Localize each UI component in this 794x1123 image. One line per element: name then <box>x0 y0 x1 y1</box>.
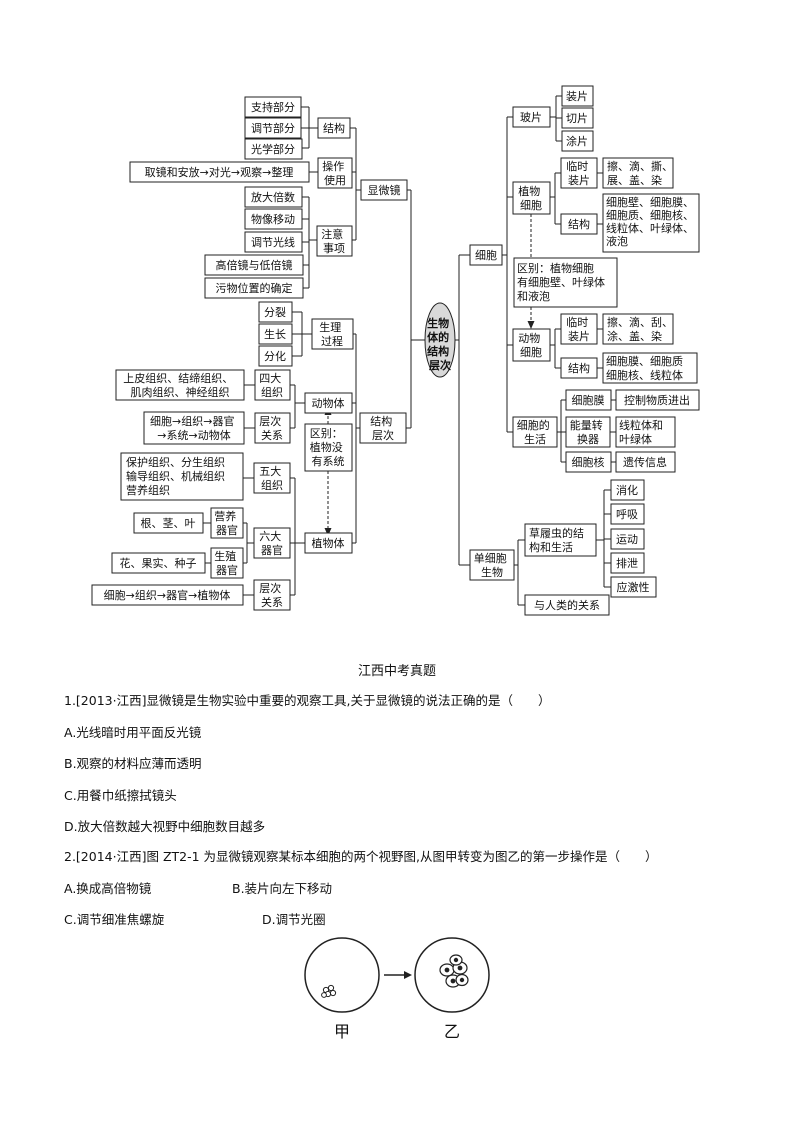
note-light: 调节光线 <box>251 235 295 249</box>
operation-steps: 取镜和安放→对光→观察→整理 <box>145 165 294 179</box>
animal-hierarchy-label: 层次 关系 <box>259 414 285 442</box>
human-relation: 与人类的关系 <box>534 598 600 612</box>
note-dirt: 污物位置的确定 <box>216 281 293 295</box>
animal-tissues-label: 四大 组织 <box>259 371 285 399</box>
question-2-option-b: B.装片向左下移动 <box>232 881 333 896</box>
plant-structure-label: 结构 <box>568 217 590 231</box>
slide-section: 切片 <box>566 112 588 125</box>
animal-temp-text: 擦、滴、刮、 涂、盖、染 <box>607 315 677 343</box>
field-jia-circle <box>304 937 380 1013</box>
question-1-option-d: D.放大倍数越大视野中细胞数目越多 <box>64 819 266 834</box>
note-image-move: 物像移动 <box>251 212 295 226</box>
cell-difference: 区别：植物细胞 有细胞壁、叶绿体 和液泡 <box>517 261 609 303</box>
plant-tissues-text: 保护组织、分生组织 输导组织、机械组织 营养组织 <box>126 455 229 497</box>
plant-structure-text: 细胞壁、细胞膜、 细胞质、细胞核、 线粒体、叶绿体、 液泡 <box>606 195 698 248</box>
movement: 运动 <box>616 533 638 546</box>
adjust-part: 调节部分 <box>251 121 295 135</box>
figure-label-yi: 乙 <box>444 1022 461 1041</box>
levels-difference: 区别： 植物没 有系统 <box>310 427 347 468</box>
slide-label: 玻片 <box>520 111 542 124</box>
single-cell-branch: 单细胞 生物 草履虫的结 构和生活 消化 呼吸 运动 排泄 应激性 与人类的关系 <box>469 479 657 616</box>
question-2-option-d: D.调节光圈 <box>262 912 326 927</box>
reproduction-organs-label: 生殖 器官 <box>214 549 240 577</box>
question-2-option-c: C.调节细准焦螺旋 <box>64 912 165 927</box>
optical-part: 光学部分 <box>251 142 295 156</box>
plant-tissues-label: 五大 组织 <box>259 464 285 492</box>
animal-structure-label: 结构 <box>568 361 590 375</box>
microscope-branch: 显微镜 结构 支持部分 调节部分 光学部分 操作 使用 取镜和安放→对光→观察→… <box>129 96 408 299</box>
plant-temp-label: 临时 装片 <box>566 159 592 187</box>
reproduction-organs-text: 花、果实、种子 <box>120 556 197 570</box>
microscope-label: 显微镜 <box>368 183 401 197</box>
energy-converter: 能量转 换器 <box>570 418 607 446</box>
animal-temp-label: 临时 装片 <box>566 315 592 343</box>
animal-cell-label: 动物 细胞 <box>518 331 544 359</box>
question-2-stem: 2.[2014·江西]图 ZT2-1 为显微镜观察某标本细胞的两个视野图,从图甲… <box>64 849 658 864</box>
operation-label: 操作 使用 <box>322 159 348 187</box>
animal-body-label: 动物体 <box>312 396 345 410</box>
differentiation: 分化 <box>264 349 286 363</box>
plant-cell-label: 植物 细胞 <box>518 184 544 212</box>
section-title: 江西中考真题 <box>357 664 436 679</box>
slide-smear: 涂片 <box>566 134 588 148</box>
plant-hierarchy-text: 细胞→组织→器官→植物体 <box>104 588 231 602</box>
cell-branch: 细胞 玻片 装片 切片 涂片 植物 细胞 临时 装片 擦、滴、撕、 展、盖、染 … <box>469 85 700 473</box>
levels-label: 结构 层次 <box>370 414 396 442</box>
plant-hierarchy-label: 层次 关系 <box>259 581 285 609</box>
question-1-stem: 1.[2013·江西]显微镜是生物实验中重要的观察工具,关于显微镜的说法正确的是… <box>64 693 551 708</box>
single-cell-label: 单细胞 生物 <box>474 552 511 579</box>
paramecium-label: 草履虫的结 构和生活 <box>529 526 588 554</box>
plant-temp-text: 擦、滴、撕、 展、盖、染 <box>607 159 677 187</box>
notes-label: 注意 事项 <box>321 227 347 255</box>
connector-lines <box>203 95 616 606</box>
excretion: 排泄 <box>616 556 638 570</box>
cell-membrane: 细胞膜 <box>572 394 605 407</box>
animal-structure-text: 细胞膜、细胞质 细胞核、线粒体 <box>606 355 687 382</box>
support-part: 支持部分 <box>251 100 295 114</box>
energy-converter-text: 线粒体和 叶绿体 <box>619 418 667 446</box>
irritability: 应激性 <box>617 580 650 594</box>
nutrition-organs-text: 根、茎、叶 <box>141 516 196 530</box>
growth: 生长 <box>264 327 286 341</box>
plant-body-label: 植物体 <box>312 536 345 550</box>
animal-hierarchy-text: 细胞→组织→器官 →系统→动物体 <box>150 414 238 442</box>
figure-label-jia: 甲 <box>334 1022 351 1041</box>
microscope-structure-label: 结构 <box>323 121 345 135</box>
arrow-icon <box>404 971 412 979</box>
cells-cluster-large <box>439 954 469 988</box>
question-1-option-a: A.光线暗时用平面反光镜 <box>64 725 202 740</box>
microscope-fields-figure <box>304 937 490 1013</box>
center-oval <box>424 302 456 378</box>
cell-nucleus-function: 遗传信息 <box>623 455 667 469</box>
center-label: 生物 体的 结构 层次 <box>426 316 453 372</box>
respiration: 呼吸 <box>616 508 638 521</box>
cell-nucleus: 细胞核 <box>572 455 605 469</box>
cell-label: 细胞 <box>475 249 497 262</box>
animal-tissues-text: 上皮组织、结缔组织、 肌肉组织、神经组织 <box>123 371 237 399</box>
physiology-label: 生理 过程 <box>319 320 345 348</box>
cell-life-label: 细胞的 生活 <box>517 418 554 446</box>
plant-organs-label: 六大 器官 <box>259 529 285 557</box>
question-1-option-b: B.观察的材料应薄而透明 <box>64 756 202 771</box>
question-2-option-a: A.换成高倍物镜 <box>64 881 152 896</box>
question-1-option-c: C.用餐巾纸擦拭镜头 <box>64 788 177 803</box>
cells-cluster-small <box>321 984 337 998</box>
note-magnification: 放大倍数 <box>251 190 295 204</box>
levels-branch: 结构 层次 生理 过程 分裂 生长 分化 动物体 四大 组织 上皮组织、结缔组织… <box>91 301 407 611</box>
cell-membrane-function: 控制物质进出 <box>624 393 690 407</box>
slide-mount: 装片 <box>566 90 588 103</box>
division: 分裂 <box>264 306 286 319</box>
knowledge-map: 生物 体的 结构 层次 显微镜 结构 支持部分 调节部分 光学部分 操作 使用 … <box>91 85 700 616</box>
nutrition-organs-label: 营养 器官 <box>214 509 240 537</box>
note-lens: 高倍镜与低倍镜 <box>216 258 293 272</box>
digestion: 消化 <box>616 483 638 497</box>
